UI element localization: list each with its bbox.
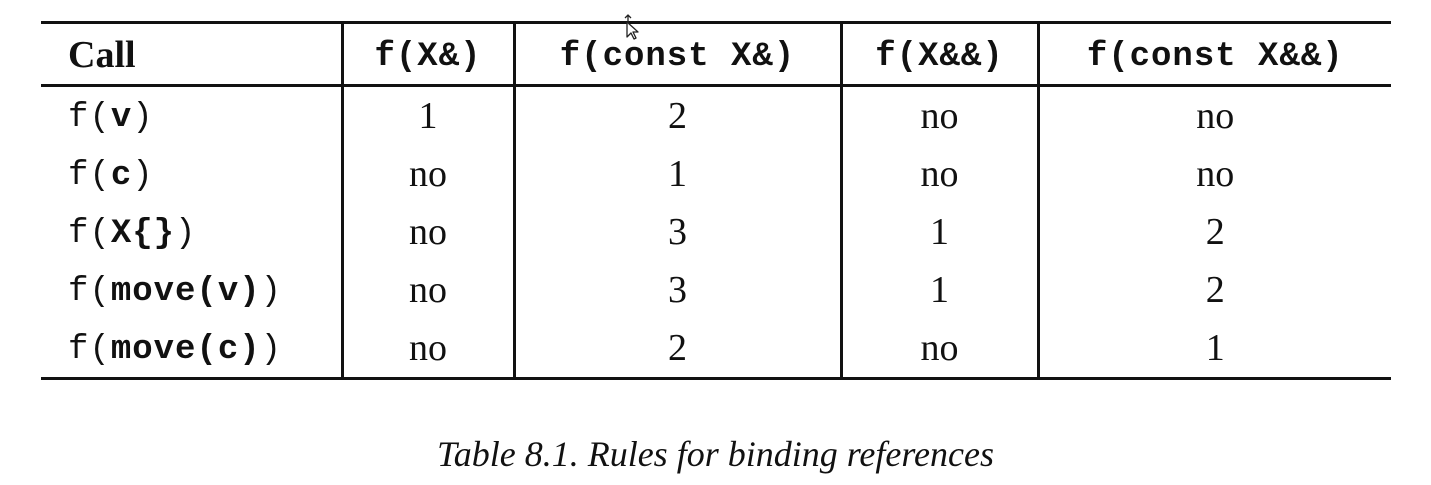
- table-cell: no: [340, 145, 514, 203]
- row-call: f(X{}): [68, 215, 197, 253]
- table-cell: no: [1036, 145, 1391, 203]
- binding-rules-table: Call f(X&) f(const X&) f(X&&) f(const X&…: [41, 21, 1391, 380]
- table-cell: 1: [839, 261, 1038, 319]
- row-call: f(v): [68, 99, 154, 137]
- mouse-pointer-icon: [624, 14, 639, 40]
- table-cell: 2: [1036, 261, 1391, 319]
- table-cell: 1: [1036, 319, 1391, 379]
- row-call: f(c): [68, 157, 154, 195]
- row-call: f(move(v)): [68, 273, 283, 311]
- table-cell: no: [839, 319, 1038, 379]
- binding-rules-table-container: Call f(X&) f(const X&) f(X&&) f(const X&…: [41, 21, 1391, 380]
- table-cell: no: [1036, 85, 1391, 145]
- row-call: f(move(c)): [68, 331, 283, 369]
- table-row: f(v) 1 2 no no: [41, 85, 1391, 145]
- header-const-lvalue-ref: f(const X&): [512, 22, 841, 86]
- table-cell: 2: [512, 319, 841, 379]
- table-cell: 1: [839, 203, 1038, 261]
- table-cell: 1: [512, 145, 841, 203]
- table-cell: 3: [512, 261, 841, 319]
- header-rvalue-ref: f(X&&): [839, 22, 1038, 86]
- table-cell: 2: [512, 85, 841, 145]
- table-cell: no: [340, 203, 514, 261]
- header-call: Call: [68, 34, 136, 76]
- table-caption: Table 8.1. Rules for binding references: [437, 434, 994, 474]
- table-row: f(move(c)) no 2 no 1: [41, 319, 1391, 379]
- table-cell: 2: [1036, 203, 1391, 261]
- table-cell: 3: [512, 203, 841, 261]
- table-cell: no: [839, 85, 1038, 145]
- table-row: f(move(v)) no 3 1 2: [41, 261, 1391, 319]
- header-const-rvalue-ref: f(const X&&): [1036, 22, 1391, 86]
- table-cell: no: [340, 261, 514, 319]
- table-row: f(c) no 1 no no: [41, 145, 1391, 203]
- table-header-row: Call f(X&) f(const X&) f(X&&) f(const X&…: [41, 22, 1391, 86]
- table-cell: 1: [340, 85, 514, 145]
- header-lvalue-ref: f(X&): [340, 22, 514, 86]
- table-cell: no: [340, 319, 514, 379]
- table-cell: no: [839, 145, 1038, 203]
- table-row: f(X{}) no 3 1 2: [41, 203, 1391, 261]
